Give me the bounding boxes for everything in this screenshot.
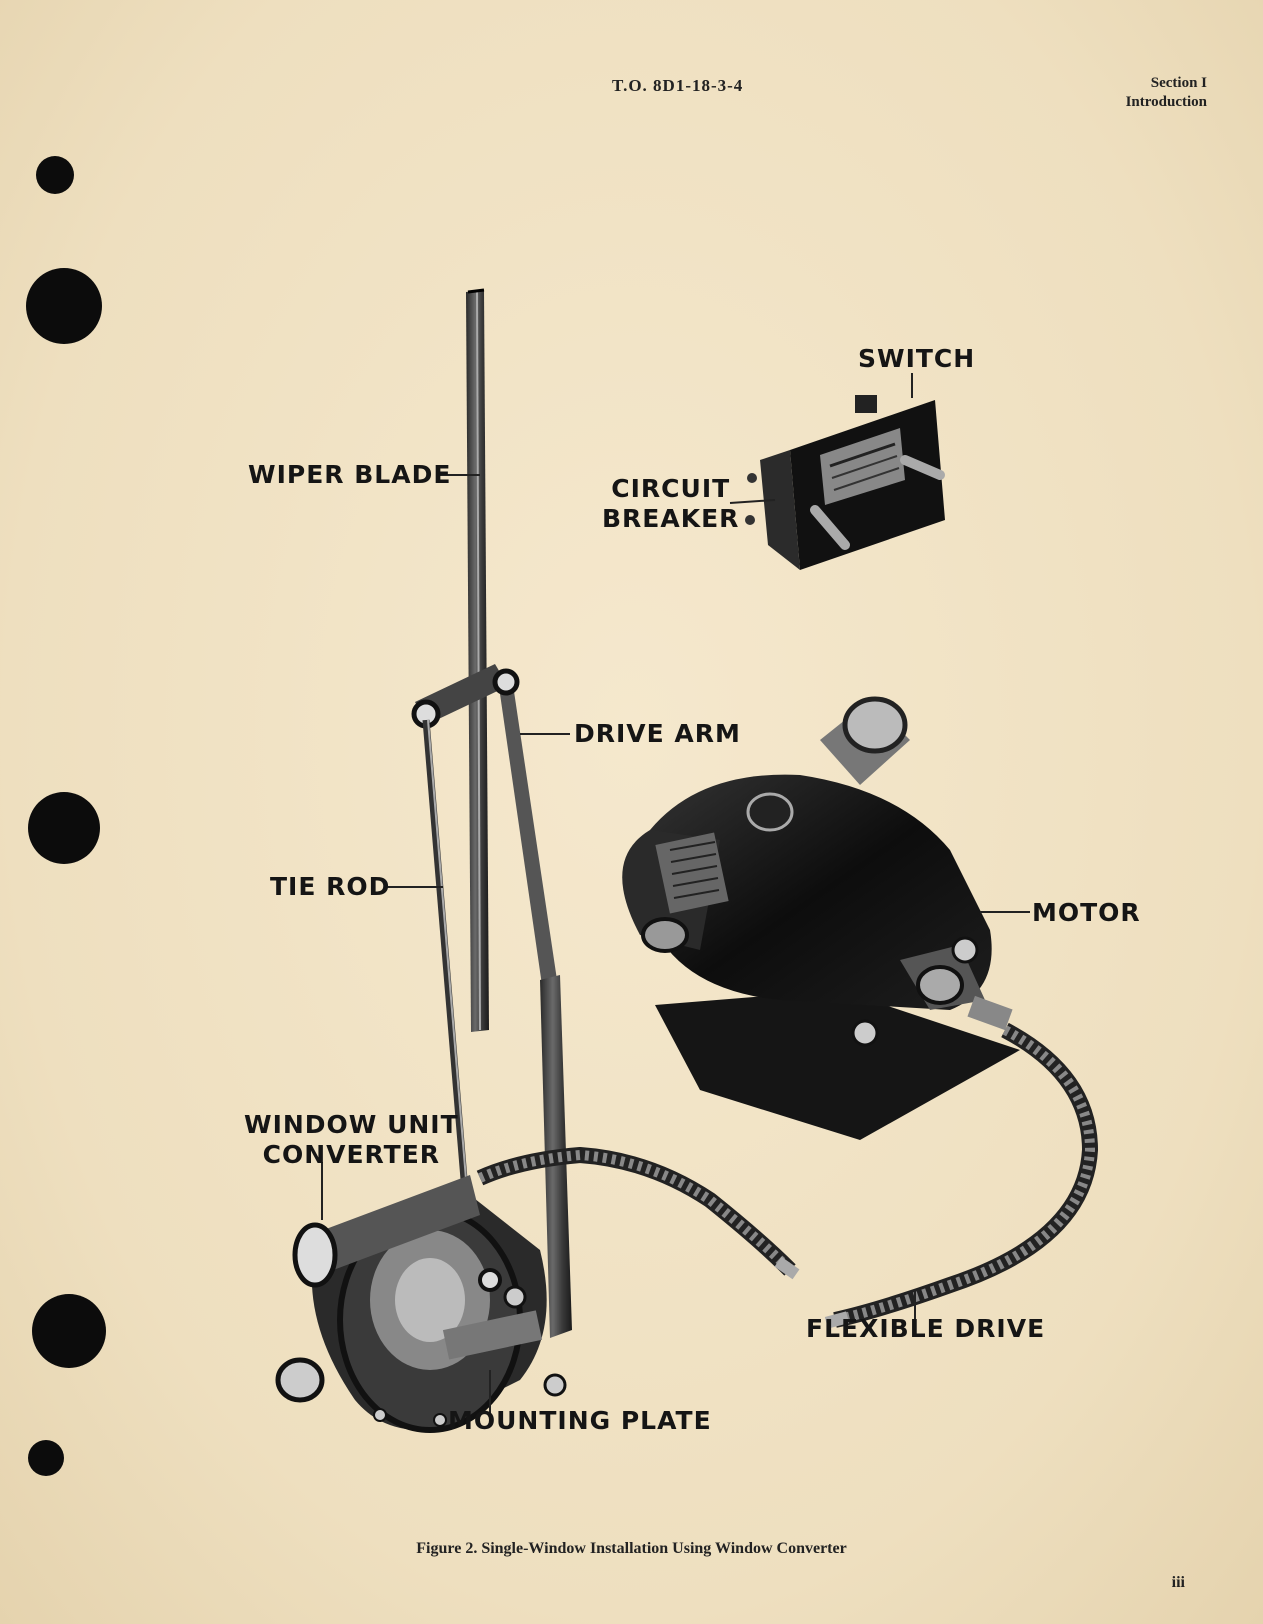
switch-label: SWITCH xyxy=(858,344,976,373)
wiper-blade-label: WIPER BLADE xyxy=(248,460,452,489)
window-unit-converter-label: WINDOW UNIT CONVERTER xyxy=(244,1110,459,1169)
page-number: iii xyxy=(1171,1574,1185,1591)
motor xyxy=(622,696,1020,1140)
section-number: Section I xyxy=(1150,75,1207,91)
mounting-plate-label: MOUNTING PLATE xyxy=(448,1406,712,1435)
punch-hole xyxy=(32,1294,106,1368)
leader-lines xyxy=(321,373,1030,1420)
window-converter xyxy=(275,1175,567,1433)
figure-caption: Figure 2. Single-Window Installation Usi… xyxy=(416,1540,847,1557)
circuit-breaker-label: CIRCUIT BREAKER xyxy=(602,474,740,533)
flexible-drive xyxy=(476,1022,1099,1329)
flexible-drive-label: FLEXIBLE DRIVE xyxy=(806,1314,1046,1343)
punch-hole xyxy=(26,268,102,344)
drive-arm-label: DRIVE ARM xyxy=(574,719,741,748)
punch-hole xyxy=(28,792,100,864)
section-title: Introduction xyxy=(1125,94,1207,110)
punch-hole xyxy=(36,156,74,194)
switch-box xyxy=(745,395,945,570)
motor-label: MOTOR xyxy=(1032,898,1141,927)
punch-hole xyxy=(28,1440,64,1476)
section-header: Section I Introduction xyxy=(1126,74,1207,112)
document-number: T.O. 8D1-18-3-4 xyxy=(612,76,744,95)
tie-rod-label: TIE ROD xyxy=(270,872,391,901)
wiper-blade xyxy=(466,288,489,1032)
